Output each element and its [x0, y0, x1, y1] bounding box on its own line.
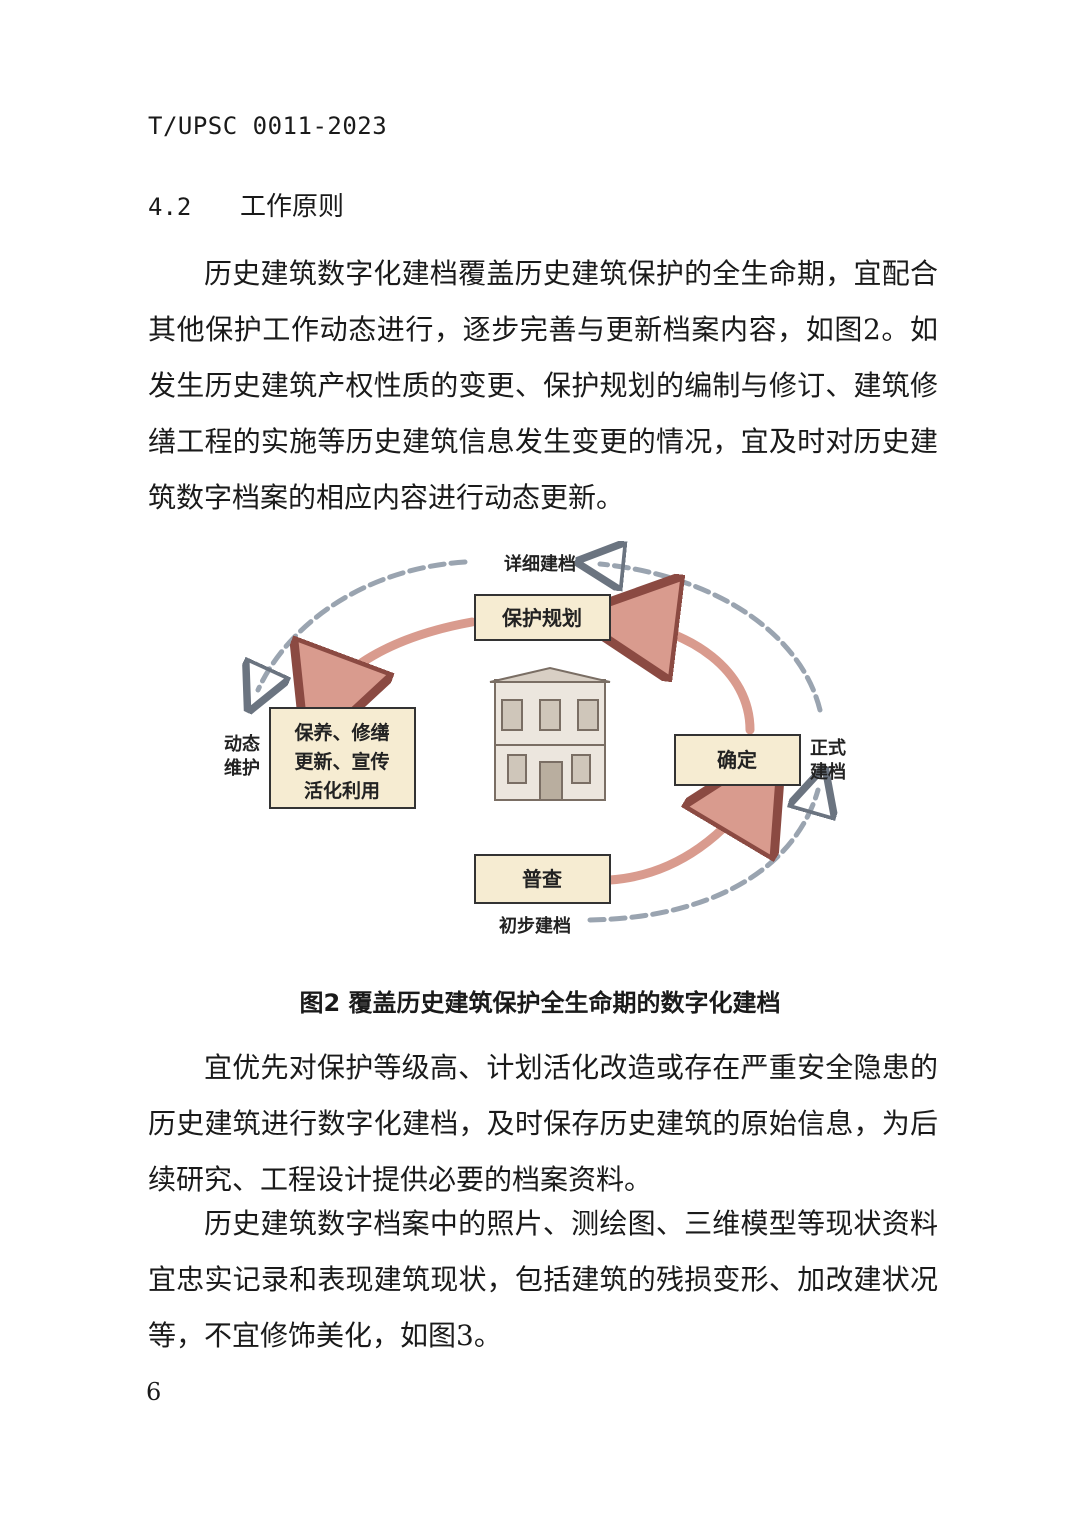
paragraph-2: 宜优先对保护等级高、计划活化改造或存在严重安全隐患的历史建筑进行数字化建档，及时… [148, 1051, 938, 1196]
building-sketch [489, 666, 611, 801]
maintain-line-3: 活化利用 [304, 779, 380, 802]
planning-box: 保护规划 [474, 594, 611, 641]
section-number: 4.2 [148, 193, 192, 221]
arrow-planning-to-maintain [325, 617, 477, 705]
survey-box: 普查 [474, 854, 611, 904]
document-code: T/UPSC 0011-2023 [148, 112, 388, 140]
dash-top-left [258, 559, 468, 690]
red-arrows [325, 617, 755, 885]
dash-bottom-right [587, 790, 818, 923]
maintain-box: 保养、修缮 更新、宣传 活化利用 [269, 707, 416, 809]
section-heading: 4.2 工作原则 [148, 186, 344, 223]
maintain-line-2: 更新、宣传 [294, 750, 389, 773]
paragraph-3: 历史建筑数字档案中的照片、测绘图、三维模型等现状资料宜忠实记录和表现建筑现状，包… [148, 1207, 938, 1352]
planning-label: 保护规划 [501, 606, 582, 630]
dash-top-right [600, 564, 823, 713]
dynamic-maintain-label-1: 动态 [224, 733, 260, 755]
arrow-survey-to-confirm [605, 788, 755, 885]
lifecycle-figure: 保护规划 保养、修缮 更新、宣传 活化利用 确定 普查 详细建档 正式 建档 初… [210, 540, 870, 950]
detailed-archive-label: 详细建档 [504, 553, 576, 575]
maintain-line-1: 保养、修缮 [293, 721, 389, 744]
formal-archive-label-2: 建档 [810, 761, 846, 783]
survey-label: 普查 [522, 867, 562, 891]
figure-caption: 图2 覆盖历史建筑保护全生命期的数字化建档 [299, 989, 781, 1017]
confirm-label: 确定 [717, 748, 757, 772]
dynamic-maintain-label-2: 维护 [224, 757, 260, 779]
formal-archive-label-1: 正式 [810, 737, 846, 759]
paragraph-1: 历史建筑数字化建档覆盖历史建筑保护的全生命期，宜配合其他保护工作动态进行，逐步完… [148, 257, 938, 514]
section-title: 工作原则 [240, 192, 345, 222]
page-number: 6 [146, 1378, 162, 1406]
confirm-box: 确定 [674, 734, 801, 786]
arrow-confirm-to-planning [625, 622, 755, 735]
initial-archive-label: 初步建档 [499, 915, 571, 937]
lifecycle-diagram: 保护规划 保养、修缮 更新、宣传 活化利用 确定 普查 详细建档 正式 建档 初… [224, 540, 846, 937]
